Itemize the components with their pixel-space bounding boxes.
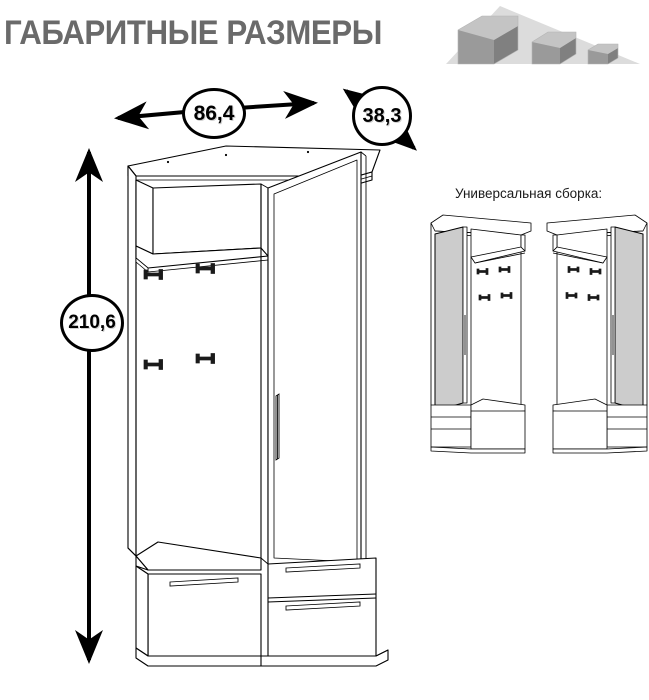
left-carcass — [127, 165, 137, 557]
coat-hook — [143, 359, 163, 370]
bench-handle — [169, 577, 239, 587]
coat-hook — [500, 292, 513, 299]
coat-hook — [567, 266, 580, 273]
coat-hook — [478, 294, 491, 301]
variant-bottom — [430, 398, 526, 454]
top-open-shelf — [135, 179, 269, 273]
mirror-door — [430, 223, 468, 412]
page-title: ГАБАРИТНЫЕ РАЗМЕРЫ — [4, 14, 382, 52]
coat-hook — [589, 268, 602, 275]
center-divider — [260, 183, 269, 565]
door-handle — [275, 393, 280, 461]
assembly-variant-right — [546, 214, 648, 454]
tall-wardrobe-door — [267, 151, 367, 573]
coat-hook — [143, 269, 163, 280]
mirror-door — [610, 223, 648, 412]
variant-hook-section — [470, 228, 526, 412]
width-dimension-label: 86,4 — [182, 88, 246, 139]
coat-hook — [565, 292, 578, 299]
variant-bottom — [552, 398, 648, 454]
bench-unit — [135, 541, 262, 657]
plinth — [135, 647, 389, 667]
hallway-unit-main-view — [127, 145, 389, 667]
coat-hook — [195, 263, 215, 274]
depth-dimension-label: 38,3 — [352, 86, 412, 146]
drawer-handle — [285, 563, 361, 573]
page-header: ГАБАРИТНЫЕ РАЗМЕРЫ — [0, 0, 649, 72]
assembly-variant-left — [430, 214, 532, 454]
coat-hook — [195, 353, 215, 364]
drawer-stack — [267, 557, 377, 657]
assembly-caption: Универсальная сборка: — [455, 186, 603, 201]
coat-hook — [498, 266, 511, 273]
drawer-handle — [285, 601, 361, 611]
decreasing-boxes-logo — [438, 2, 648, 68]
coat-hook — [587, 294, 600, 301]
height-dimension-label: 210,6 — [60, 294, 124, 352]
variant-hook-section — [552, 228, 608, 412]
coat-hook — [476, 268, 489, 275]
coat-hooks-group — [143, 263, 215, 370]
